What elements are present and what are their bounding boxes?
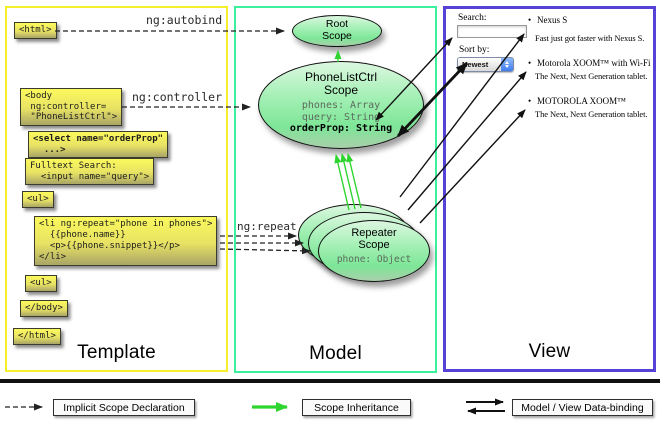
code-li-repeat: <li ng:repeat="phone in phones"> {{phone… — [34, 216, 218, 266]
code-select: <select name="orderProp" ...> — [28, 131, 169, 158]
model-panel: Root Scope PhoneListCtrl Scope phones: A… — [234, 6, 437, 373]
dropdown-stepper-icon — [501, 58, 513, 71]
code-ul-close: <ul> — [25, 275, 57, 292]
code-fulltext: Fulltext Search: <input name="query"> — [25, 158, 155, 185]
list-item-desc: The Next, Next Generation tablet. — [535, 109, 648, 119]
search-input[interactable] — [457, 25, 527, 38]
root-scope-ellipse: Root Scope — [292, 15, 382, 47]
repeater-scope-ellipse: Repeater Scope phone: Object — [318, 220, 430, 282]
ng-autobind-label: ng:autobind — [146, 13, 223, 27]
code-html-open: <html> — [14, 22, 57, 39]
template-panel-label: Template — [77, 342, 156, 363]
view-panel-label: View — [528, 341, 571, 362]
list-item-title: MOTOROLA XOOM™ — [528, 96, 626, 106]
code-body-open: <body ng:controller= "PhoneListCtrl"> — [20, 88, 123, 126]
template-panel: <html> <body ng:controller= "PhoneListCt… — [5, 6, 228, 372]
sort-by-label: Sort by: — [459, 45, 490, 55]
search-label: Search: — [458, 13, 487, 23]
sort-dropdown[interactable]: Newest — [457, 57, 514, 72]
phonelistctrl-scope-title: PhoneListCtrl Scope — [304, 70, 378, 97]
legend-separator-line — [0, 379, 660, 383]
list-item-title: Nexus S — [528, 15, 567, 25]
sort-dropdown-value: Newest — [458, 58, 501, 71]
root-scope-title: Root Scope — [322, 18, 352, 42]
ng-controller-label: ng:controller — [132, 90, 223, 104]
legend-scope-inheritance: Scope Inheritance — [302, 399, 411, 416]
ng-repeat-label: ng:repeat — [237, 220, 297, 233]
model-panel-label: Model — [309, 343, 362, 364]
phonelistctrl-scope-ellipse: PhoneListCtrl Scope phones: Array query:… — [258, 61, 424, 149]
list-item-desc: Fast just got faster with Nexus S. — [535, 33, 645, 43]
code-ul-open: <ul> — [22, 191, 54, 208]
list-item-title: Motorola XOOM™ with Wi-Fi — [528, 58, 651, 68]
legend-implicit-scope: Implicit Scope Declaration — [53, 399, 195, 416]
code-html-close: </html> — [13, 328, 61, 345]
prop-query: query: String — [301, 111, 381, 123]
list-item-desc: The Next, Next Generation tablet. — [535, 71, 648, 81]
code-body-close: </body> — [20, 300, 68, 317]
prop-orderprop: orderProp: String — [289, 123, 393, 134]
repeater-scope-title: Repeater Scope — [351, 227, 397, 251]
legend-data-binding: Model / View Data-binding — [512, 399, 653, 416]
prop-phones: phones: Array — [301, 100, 381, 111]
prop-phone: phone: Object — [336, 254, 412, 265]
view-panel: Search: Sort by: Newest Nexus S Fast jus… — [443, 6, 656, 372]
